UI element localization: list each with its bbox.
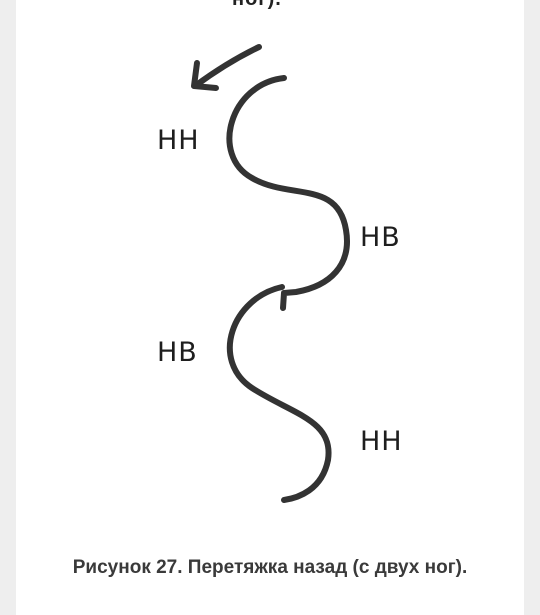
label-nn-bottom: НН (360, 426, 403, 457)
figure-card (16, 0, 524, 615)
upper-s-curve (226, 75, 350, 311)
cut-off-text-fragment: ног). (232, 0, 292, 11)
curved-arrow-left-icon (191, 60, 219, 91)
label-nv-upper-right: НВ (360, 222, 401, 253)
figure-caption: Рисунок 27. Перетяжка назад (с двух ног)… (72, 557, 468, 578)
lower-s-curve (226, 284, 332, 503)
label-nn-top: НН (157, 125, 200, 156)
label-nv-lower-left: НВ (157, 337, 198, 368)
arrow-shaft (192, 44, 262, 89)
